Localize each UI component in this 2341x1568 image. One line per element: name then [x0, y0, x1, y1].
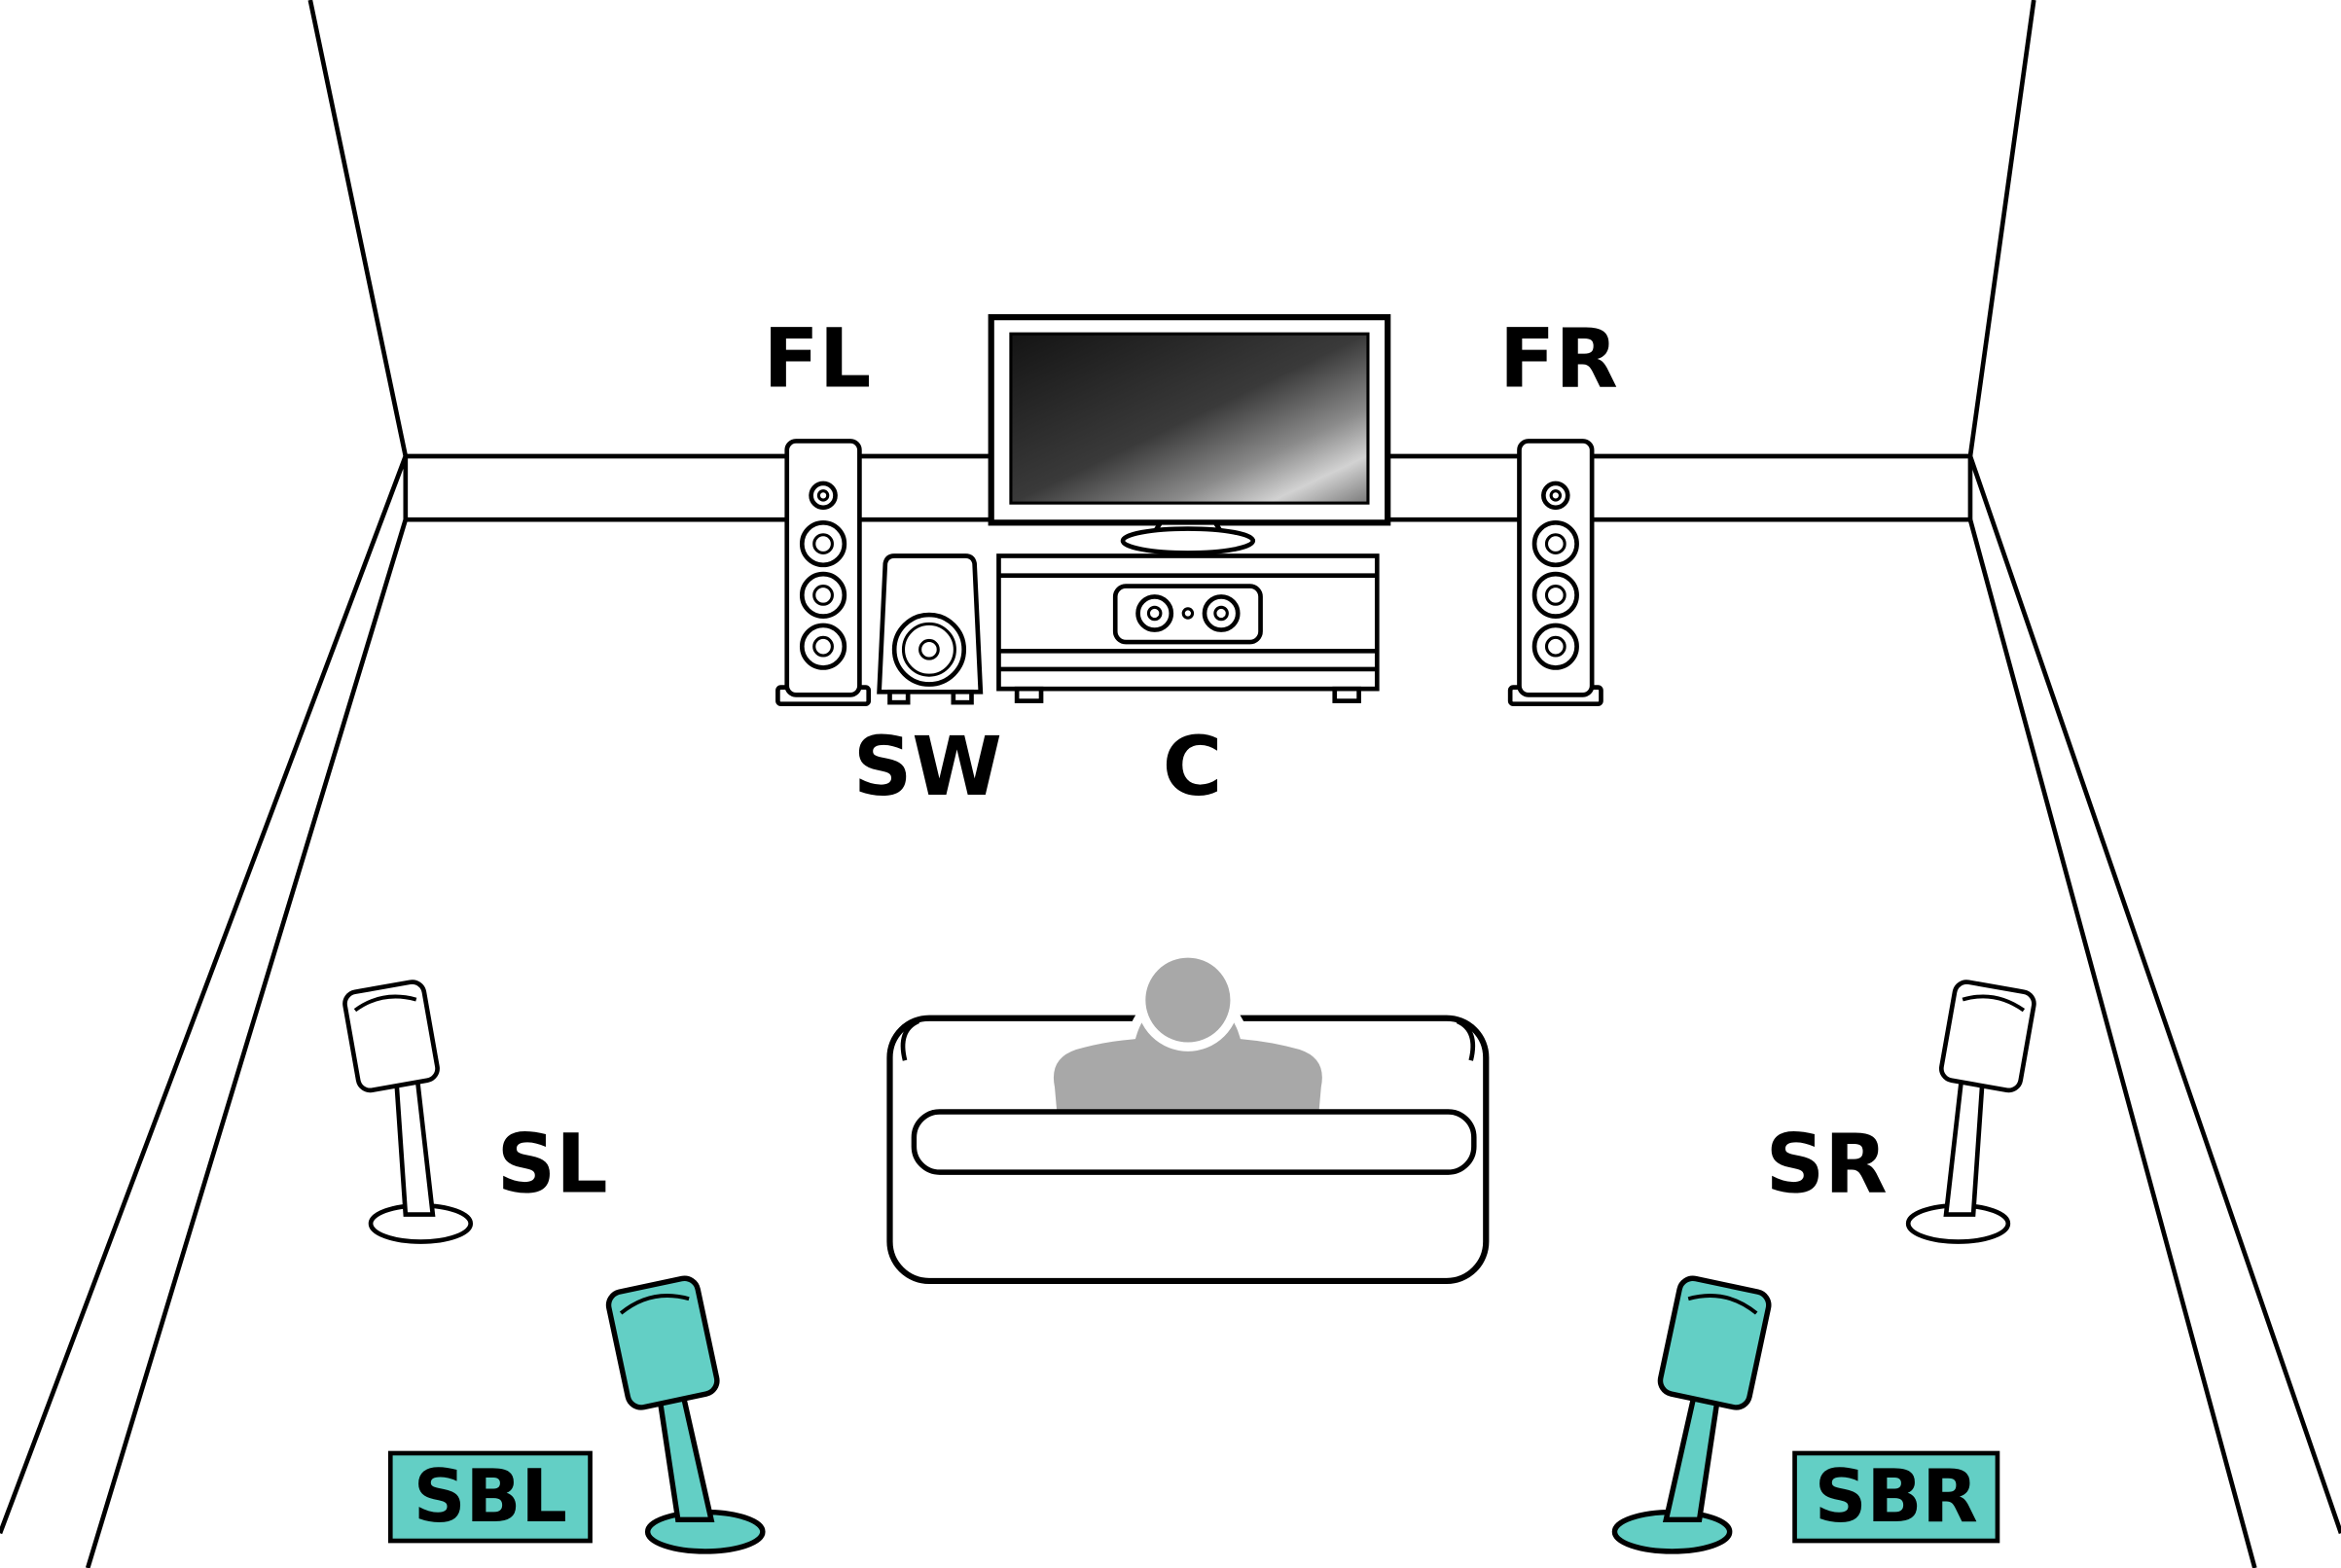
sbl-head: [605, 1275, 720, 1410]
sr-head-top-curve: [1962, 994, 2026, 1013]
center-driver-right-cap: [1213, 605, 1229, 622]
sbl-label-background: [387, 1450, 593, 1544]
label-surround-right: SR: [1766, 1116, 1888, 1211]
fr-tweeter-cap: [1549, 489, 1563, 502]
fl-woofer-3-cap: [812, 635, 834, 658]
subwoofer-foot-right: [951, 689, 974, 705]
surround-back-right-speaker: [1611, 1275, 1772, 1554]
sl-head: [342, 980, 440, 1093]
tv: [988, 314, 1391, 555]
label-surround-back-left: SBL: [414, 1454, 567, 1539]
front-left-speaker: [775, 439, 872, 707]
fl-body: [784, 439, 862, 697]
fr-woofer-3-cap: [1544, 635, 1567, 658]
label-surround-back-left-box: SBL: [387, 1450, 593, 1544]
right-wall-skirting-top: [1967, 455, 2341, 1535]
surround-left-speaker: [342, 980, 474, 1244]
ceiling-corner-left: [307, 0, 409, 457]
tv-stand-base: [1120, 526, 1256, 555]
fr-woofer-2-cap: [1544, 585, 1567, 606]
label-surround-back-right-box: SBR: [1792, 1450, 2000, 1544]
front-right-speaker: [1507, 439, 1603, 707]
sr-pole: [1943, 1079, 1985, 1217]
fl-tweeter-cap: [816, 489, 830, 502]
sbr-head-top-curve: [1687, 1294, 1758, 1315]
fr-body: [1517, 439, 1595, 697]
sbr-head: [1657, 1275, 1772, 1410]
center-speaker: [1112, 584, 1263, 645]
ceiling-corner-right: [1967, 0, 2036, 457]
sl-pole: [393, 1079, 436, 1217]
fl-woofer-2-cap: [812, 585, 834, 606]
subwoofer-foot-left: [887, 689, 911, 705]
listener-head: [1136, 948, 1240, 1051]
label-center: C: [1163, 719, 1223, 814]
left-wall-skirting-top: [0, 455, 408, 1535]
cabinet-foot-right: [1332, 686, 1361, 703]
center-driver-left-cap: [1146, 605, 1163, 622]
sbr-pole: [1662, 1396, 1721, 1523]
subwoofer: [877, 553, 984, 705]
subwoofer-driver-cap: [918, 638, 940, 660]
label-front-right: FR: [1499, 311, 1618, 407]
sofa-armrest-right: [1456, 1018, 1476, 1061]
fl-woofer-1-cap: [812, 533, 834, 554]
sbl-pole: [656, 1396, 715, 1523]
tv-screen: [1009, 332, 1370, 505]
sbl-head-top-curve: [619, 1294, 690, 1315]
sofa-armrest-left: [900, 1018, 920, 1061]
sl-head-top-curve: [353, 994, 417, 1013]
sbr-label-background: [1792, 1450, 2000, 1544]
surround-back-left-speaker: [605, 1275, 766, 1554]
fr-woofer-1-cap: [1544, 533, 1567, 554]
label-surround-back-right: SBR: [1815, 1454, 1978, 1539]
center-tweeter: [1181, 607, 1195, 620]
label-subwoofer: SW: [853, 719, 1002, 814]
cabinet-foot-left: [1014, 686, 1044, 703]
label-front-left: FL: [763, 311, 871, 407]
sr-head: [1938, 980, 2036, 1093]
label-surround-left: SL: [497, 1116, 608, 1211]
sofa-seat-cushion: [911, 1109, 1477, 1175]
surround-right-speaker: [1905, 980, 2036, 1244]
media-cabinet: [996, 553, 1380, 703]
left-wall-floor-line: [85, 518, 409, 1568]
right-wall-floor-line: [1967, 518, 2257, 1568]
